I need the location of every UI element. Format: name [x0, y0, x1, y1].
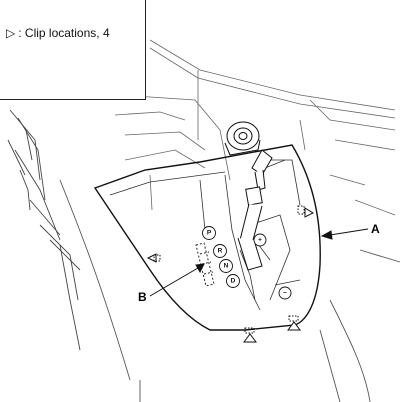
leader-lines: [149, 228, 369, 297]
legend-label: : Clip locations, 4: [18, 26, 110, 40]
clip-markers: [146, 205, 315, 343]
clip-icon: [287, 315, 301, 331]
shift-minus-circle: [278, 286, 292, 300]
shift-lever: [237, 149, 273, 271]
dashboard-background: [114, 39, 396, 216]
clip-icon: [243, 327, 257, 343]
gear-labels: P R N D + −: [207, 230, 287, 297]
callout-b: B: [138, 290, 147, 304]
legend-caption: ▷: Clip locations, 4: [6, 26, 110, 40]
gear-indicator: [202, 226, 292, 300]
floor-outline: [59, 179, 401, 402]
shift-plus-label: +: [258, 237, 262, 244]
gear-n-circle: [219, 259, 233, 273]
left-console-side: [7, 109, 81, 351]
gear-d-label: D: [231, 278, 236, 285]
power-socket: [224, 121, 261, 156]
legend-box: ▷: Clip locations, 4: [0, 0, 146, 100]
gear-p-circle: [202, 226, 216, 240]
clip-icon: [297, 205, 315, 218]
gear-r-label: R: [218, 248, 223, 255]
gear-p-label: P: [207, 230, 212, 237]
shift-minus-label: −: [283, 290, 287, 297]
gear-r-circle: [213, 244, 227, 258]
shift-plus-circle: [253, 233, 267, 247]
clip-triangle-icon: ▷: [6, 26, 16, 40]
gear-n-label: N: [224, 263, 229, 270]
callout-a: A: [371, 222, 380, 236]
clip-icon: [146, 253, 161, 263]
gear-d-circle: [226, 274, 240, 288]
